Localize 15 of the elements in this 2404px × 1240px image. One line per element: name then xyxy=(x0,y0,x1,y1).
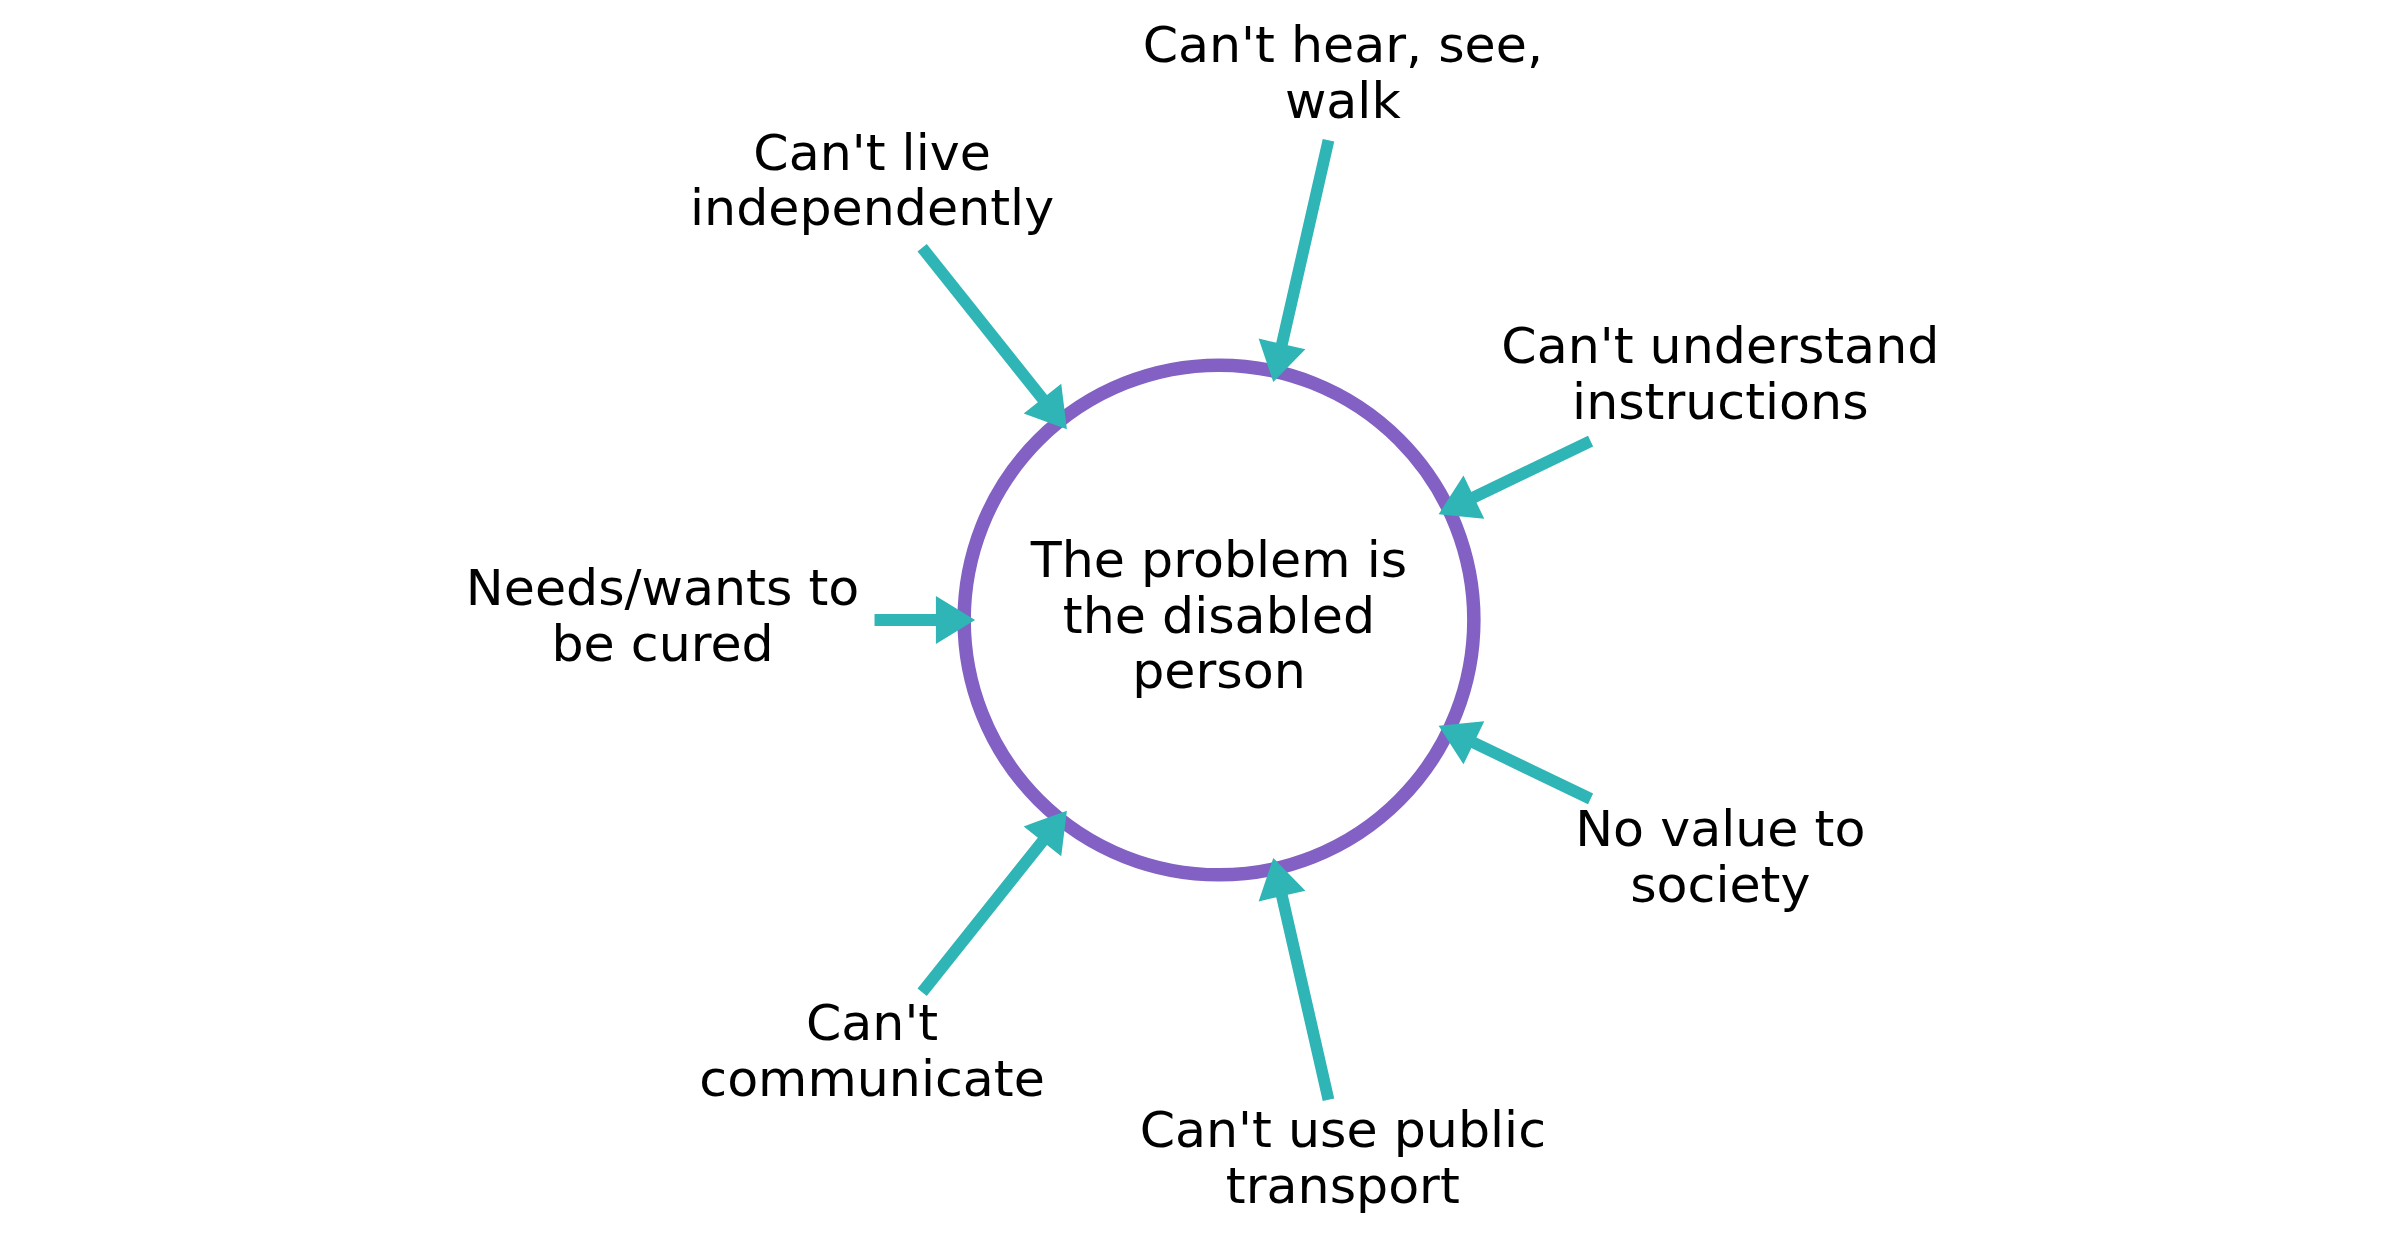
arrow xyxy=(1258,138,1335,383)
node-text: Needs/wants to be cured xyxy=(465,557,860,673)
arrow xyxy=(917,810,1067,996)
node-circle: The problem is the disabled person xyxy=(957,358,1481,882)
node-text: Can't communicate xyxy=(699,992,1045,1108)
arrow xyxy=(1258,857,1335,1102)
arrow xyxy=(1438,721,1594,805)
node-text: Can't live independently xyxy=(690,122,1055,238)
arrow xyxy=(874,596,976,644)
arrow xyxy=(917,244,1067,430)
arrow xyxy=(1438,435,1594,519)
node-text: Can't use public transport xyxy=(1139,1100,1546,1215)
node-text: Can't understand instructions xyxy=(1501,316,1940,432)
node-text: No value to society xyxy=(1575,799,1866,914)
node-text: Can't hear, see, walk xyxy=(1142,15,1543,131)
